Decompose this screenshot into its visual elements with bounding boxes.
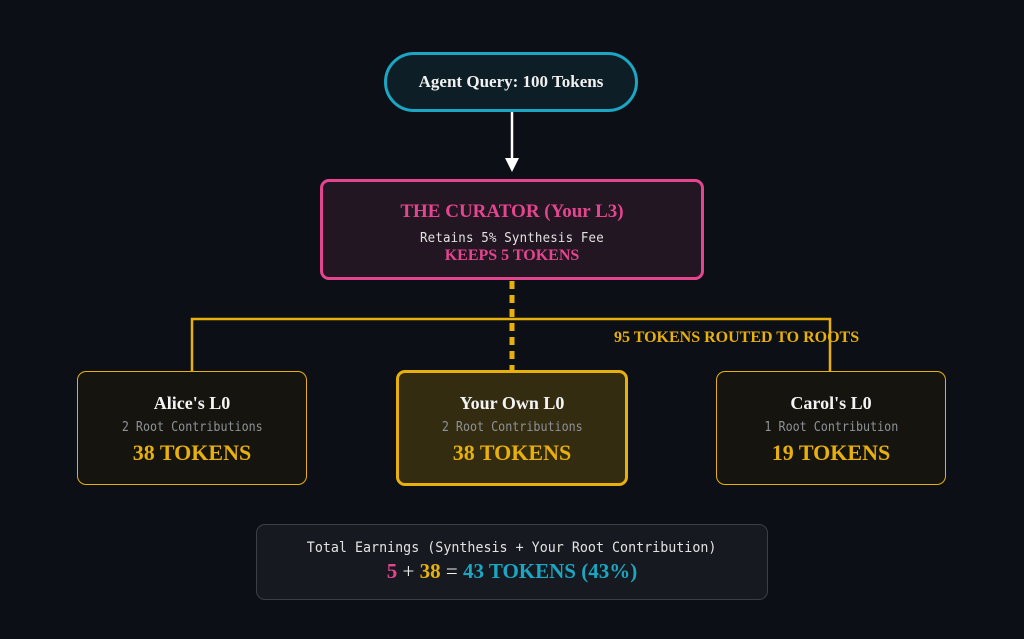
curator-title: THE CURATOR (Your L3)	[400, 200, 624, 222]
total-result: 43 TOKENS (43%)	[462, 559, 638, 583]
root-value: 38	[419, 559, 441, 583]
root-node-contributions: 2 Root Contributions	[441, 419, 583, 435]
plus-sign: +	[402, 559, 415, 583]
curator-keeps: KEEPS 5 TOKENS	[444, 246, 580, 264]
root-node-name: Your Own L0	[459, 392, 565, 413]
root-node-tokens: 19 TOKENS	[771, 439, 891, 465]
routing-label: 95 TOKENS ROUTED TO ROOTS	[614, 329, 860, 346]
total-earnings-label: Total Earnings (Synthesis + Your Root Co…	[307, 540, 717, 556]
agent-query-label: Agent Query: 100 Tokens	[418, 72, 604, 91]
root-node-name: Carol's L0	[790, 392, 872, 413]
curator-subtitle: Retains 5% Synthesis Fee	[420, 229, 604, 246]
equals-sign: =	[445, 559, 458, 583]
routing-bus-line	[190, 317, 832, 371]
arrow-head-icon	[505, 158, 519, 172]
curator-node: THE CURATOR (Your L3) Retains 5% Synthes…	[320, 179, 704, 280]
agent-query-node: Agent Query: 100 Tokens	[384, 52, 638, 112]
total-earnings-equation: 5 + 38 = 43 TOKENS (43%)	[387, 559, 637, 584]
root-node-your-own: Your Own L0 2 Root Contributions 38 TOKE…	[396, 370, 628, 486]
root-node-name: Alice's L0	[153, 392, 231, 413]
synthesis-value: 5	[386, 559, 398, 583]
root-node-carol: Carol's L0 1 Root Contribution 19 TOKENS	[716, 371, 946, 485]
root-node-contributions: 1 Root Contribution	[764, 419, 898, 435]
total-earnings-box: Total Earnings (Synthesis + Your Root Co…	[256, 524, 768, 600]
root-node-tokens: 38 TOKENS	[452, 439, 572, 465]
root-node-tokens: 38 TOKENS	[132, 439, 252, 465]
root-node-contributions: 2 Root Contributions	[121, 419, 263, 435]
root-node-alice: Alice's L0 2 Root Contributions 38 TOKEN…	[77, 371, 307, 485]
